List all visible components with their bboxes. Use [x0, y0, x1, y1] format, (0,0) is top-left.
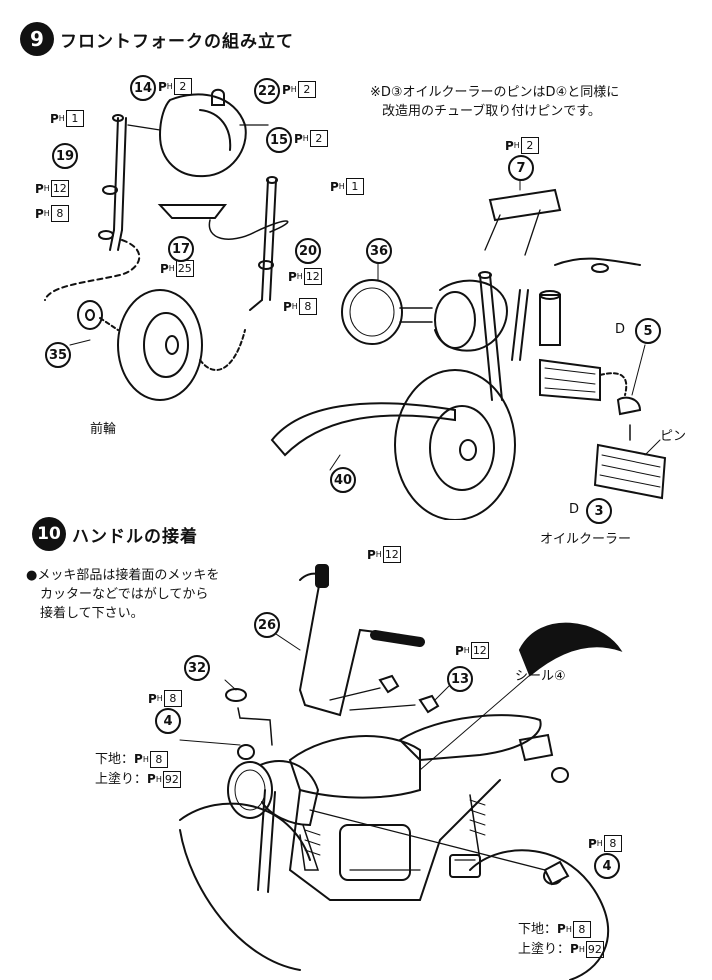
fuel-tank: [288, 735, 421, 799]
top-coat-label-a: 上塗り：: [95, 772, 148, 787]
front-tire: [117, 289, 203, 401]
oil-cooler-part: [593, 443, 667, 500]
part-15: 15: [266, 127, 292, 153]
part-14: 14: [130, 75, 156, 101]
part-5: 5: [635, 318, 661, 344]
top-bridge: [488, 188, 562, 222]
step-10-note-line2: カッターなどではがしてから: [40, 587, 209, 602]
front-wheel-label: 前輪: [90, 422, 117, 437]
step-9-note: ※D③オイルクーラーのピンはD④と同様に 改造用のチューブ取り付けピンです。: [370, 83, 619, 121]
step-10-title: ハンドルの接着: [72, 526, 198, 547]
step-10-note: ●メッキ部品は接着面のメッキを カッターなどではがしてから 接着して下さい。: [26, 566, 219, 623]
part-32: 32: [184, 655, 210, 681]
part-4-a: 4: [155, 708, 181, 734]
d-letter-5: D: [615, 322, 626, 337]
fork-bracket: [157, 204, 228, 219]
step-9-title: フロントフォークの組み立て: [60, 31, 294, 52]
part-36: 36: [366, 238, 392, 264]
step-10-header: 10 ハンドルの接着: [32, 517, 198, 551]
oil-cooler-label: オイルクーラー: [540, 532, 632, 547]
front-fender-line: [179, 802, 311, 861]
rear-wheel: [469, 849, 610, 980]
step-9-note-line2: 改造用のチューブ取り付けピンです。: [382, 104, 601, 119]
front-cover: [158, 93, 247, 178]
step-10-number: 10: [32, 517, 66, 551]
oil-cooler-body: [539, 358, 601, 402]
front-tire-right: [394, 369, 516, 520]
part-17: 17: [168, 236, 194, 262]
part-7: 7: [508, 155, 534, 181]
step-9-header: 9 フロントフォークの組み立て: [20, 22, 294, 56]
step-10-drawing: [179, 564, 623, 980]
engine: [339, 824, 411, 881]
headlight-lens: [341, 279, 403, 345]
front-fender: [270, 402, 456, 457]
base-coat-label-b: 下地：: [518, 922, 558, 937]
step-9-drawing: [44, 88, 667, 520]
step-10-note-line1: ●メッキ部品は接着面のメッキを: [26, 568, 220, 583]
pin-label: ピン: [660, 429, 687, 444]
part-40: 40: [330, 467, 356, 493]
seal-label: シール④: [515, 669, 566, 684]
part-20: 20: [295, 238, 321, 264]
step-9-note-line1: ※D③オイルクーラーのピンはD④と同様に: [370, 85, 620, 100]
part-22: 22: [254, 78, 280, 104]
seat: [398, 714, 542, 762]
right-fork-tube: [261, 179, 277, 301]
step-10-note-line3: 接着して下さい。: [40, 606, 144, 621]
oil-tank: [539, 294, 561, 346]
part-3: 3: [586, 498, 612, 524]
honda-wing-badge: [518, 622, 623, 677]
step-9-number: 9: [20, 22, 54, 56]
base-coat-label-a: 下地：: [95, 752, 135, 767]
handlebar: [298, 579, 401, 717]
headlight: [227, 761, 273, 819]
part-19: 19: [52, 143, 78, 169]
left-fork-tube: [113, 117, 127, 231]
top-coat-label-b: 上塗り：: [518, 942, 571, 957]
part-26: 26: [254, 612, 280, 638]
part-35: 35: [45, 342, 71, 368]
part-13: 13: [447, 666, 473, 692]
part-4-b: 4: [594, 853, 620, 879]
d-letter-3: D: [569, 502, 580, 517]
